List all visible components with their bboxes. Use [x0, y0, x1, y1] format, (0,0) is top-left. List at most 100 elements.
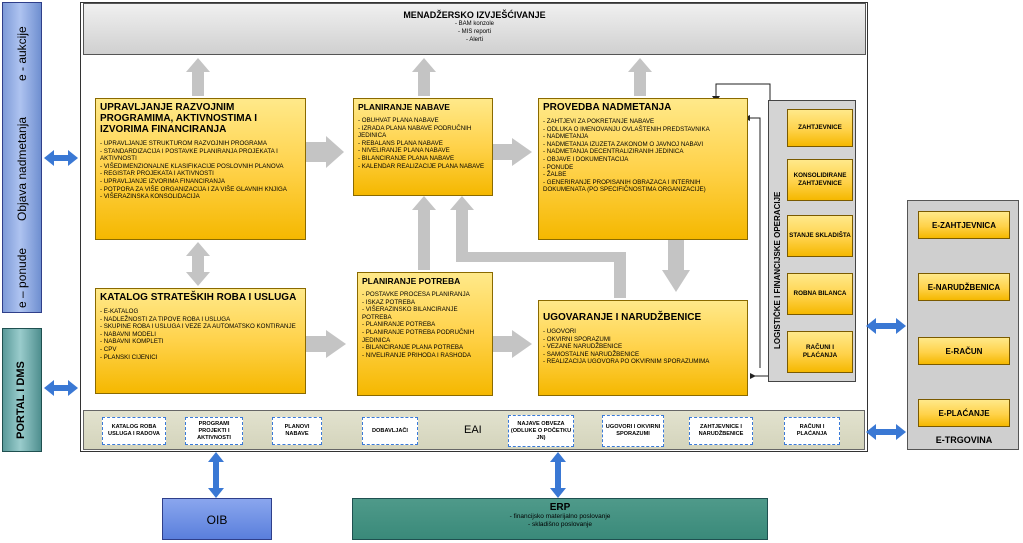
needs-planning-title: PLANIRANJE POTREBA: [362, 276, 461, 286]
list-item: - POTPORA ZA VIŠE ORGANIZACIJA I ZA VIŠE…: [100, 185, 287, 193]
list-item: - CPV: [100, 345, 117, 353]
e-order-box: E-NARUDŽBENICA: [918, 273, 1010, 301]
arrow-double-blue: [866, 424, 906, 440]
list-item: - UGOVORI: [543, 328, 577, 335]
logistics-box-invoices: RAČUNI I PLAĆANJA: [787, 331, 853, 373]
list-item: - NABAVNI KOMPLETI: [100, 338, 164, 346]
eai-box: PROGRAMI PROJEKTI I AKTIVNOSTI: [185, 417, 243, 445]
erp-item: - skladišno poslovanje: [528, 521, 592, 528]
list-item: - SAMOSTALNE NARUDŽBENICE: [543, 350, 640, 358]
list-item: - ODLUKA O IMENOVANJU OVLAŠTENIH PREDSTA…: [543, 125, 710, 133]
list-item: - UPRAVLJANJE IZVORIMA FINANCIRANJA: [100, 177, 226, 185]
list-item: - SKUPINE ROBA I USLUGA I VEZE ZA AUTOMA…: [100, 323, 296, 331]
arrow-right: [492, 330, 532, 358]
list-item: - PLANIRANJE POTREBA: [362, 321, 436, 329]
eai-box: KATALOG ROBA USLUGA I RADOVA: [102, 417, 166, 445]
arrow-double-blue: [866, 318, 906, 334]
eai-box: UGOVORI I OKVIRNI SPORAZUMI: [602, 415, 664, 447]
list-item: - VIŠEDIMENZIONALNE KLASIFIKACIJE POSLOV…: [100, 162, 284, 170]
eai-box: DOBAVLJAČI: [362, 417, 418, 445]
eai-box: RAČUNI I PLAĆANJA: [784, 417, 840, 445]
needs-planning-box: PLANIRANJE POTREBA - POSTAVKE PROCESA PL…: [357, 272, 493, 396]
management-item: - BAM konzole: [454, 21, 494, 27]
e-invoice-box: E-RAČUN: [918, 337, 1010, 365]
arrow-up: [412, 58, 436, 96]
arrow-up: [186, 58, 210, 96]
contracts-orders-box: UGOVARANJE I NARUDŽBENICE - UGOVORI - OK…: [538, 300, 748, 396]
list-item: - PLANIRANJE POTREBA PODRUČNIH JEDINICA: [362, 328, 475, 344]
oib-label: OIB: [206, 513, 228, 527]
list-item: - BILANCIRANJE PLANA POTREBA: [362, 344, 464, 352]
list-item: - ZAHTJEVI ZA POKRETANJE NABAVE: [543, 118, 655, 125]
list-item: - REALIZACIJA UGOVORA PO OKVIRNIM SPORAZ…: [543, 358, 710, 366]
logistics-loop-line: [715, 83, 771, 377]
list-item: - REGISTAR PROJEKATA I AKTIVNOSTI: [100, 170, 214, 178]
management-item: - Alerti: [465, 37, 483, 43]
erp-item: - financijsko materijalno poslovanje: [509, 513, 611, 520]
list-item: - NADMETANJA IZUZETA ZAKONOM O JAVNOJ NA…: [543, 140, 704, 148]
development-programs-box: UPRAVLJANJE RAZVOJNIM PROGRAMIMA, AKTIVN…: [95, 98, 306, 240]
e-requisition-box: E-ZAHTJEVNICA: [918, 211, 1010, 239]
e-commerce-label: E-TRGOVINA: [935, 435, 993, 445]
list-item: - KALENDAR REALIZACIJE PLANA NABAVE: [358, 162, 485, 170]
list-item: - VIŠERAZINSKO BILANCIRANJE POTREBA: [362, 306, 458, 321]
list-item: - E-KATALOG: [100, 308, 139, 315]
strategic-catalog-title: KATALOG STRATEŠKIH ROBA I USLUGA: [100, 292, 297, 303]
list-item: - NABAVNI MODELI: [100, 330, 156, 338]
list-item: - NADLEŽNOSTI ZA TIPOVE ROBA I USLUGA: [100, 315, 231, 323]
list-item: - PONUDE: [543, 163, 574, 171]
arrow-right: [306, 330, 346, 358]
procurement-planning-box: PLANIRANJE NABAVE - OBUHVAT PLANA NABAVE…: [353, 98, 493, 196]
arrow-down: [662, 240, 690, 292]
arrow-vertical-double: [186, 242, 210, 286]
arrow-right: [492, 138, 532, 166]
oib-box: OIB: [162, 498, 272, 540]
list-item: - BILANCIRANJE PLANA NABAVE: [358, 154, 455, 162]
portal-dms-bar: PORTAL I DMS: [2, 328, 42, 452]
e-payment-box: E-PLAĆANJE: [918, 399, 1010, 427]
arrow-bent: [450, 196, 626, 298]
e-commerce-panel: E-ZAHTJEVNICA E-NARUDŽBENICA E-RAČUN E-P…: [907, 200, 1019, 450]
arrow-up: [412, 196, 436, 270]
eai-label: EAI: [464, 424, 482, 436]
management-title: MENADŽERSKO IZVJEŠĆIVANJE: [403, 10, 546, 20]
erp-title: ERP: [549, 502, 571, 513]
list-item: - GENERIRANJE PROPISANIH OBRAZACA I INTE…: [543, 178, 706, 194]
logistics-loop-line: [750, 117, 761, 368]
arrow-up: [628, 58, 652, 96]
list-item: - VIŠERAZINSKA KONSOLIDACIJA: [100, 193, 200, 201]
eai-box: ZAHTJEVNICE I NARUDŽBENICE: [689, 417, 753, 445]
development-programs-title: UPRAVLJANJE RAZVOJNIM PROGRAMIMA, AKTIVN…: [100, 102, 258, 135]
list-item: - ŽALBE: [543, 171, 567, 179]
list-item: - STANDARDIZACIJA I POSTAVKE PLANIRANJA …: [100, 147, 278, 163]
list-item: - NADMETANJA DECENTRALIZIRANIH JEDINICA: [543, 148, 684, 156]
list-item: - REBALANS PLANA NABAVE: [358, 139, 443, 147]
logistics-panel: LOGISTIČKE I FINANCIJSKE OPERACIJE ZAHTJ…: [768, 100, 856, 382]
tender-execution-title: PROVEDBA NADMETANJA: [543, 102, 672, 113]
logistics-box-consolidated: KONSOLIDIRANE ZAHTJEVNICE: [787, 159, 853, 201]
list-item: - NADMETANJA: [543, 133, 589, 141]
list-item: - OBJAVE I DOKUMENTACIJA: [543, 155, 629, 163]
management-reporting-bar: MENADŽERSKO IZVJEŠĆIVANJE - BAM konzole …: [83, 3, 866, 55]
list-item: - UPRAVLJANJE STRUKTUROM RAZVOJNIH PROGR…: [100, 140, 267, 147]
list-item: - IZRADA PLANA NABAVE PODRUČNIH JEDINICA: [358, 124, 472, 140]
erp-box: ERP - financijsko materijalno poslovanje…: [352, 498, 768, 540]
management-item: - MIS reporti: [457, 29, 491, 35]
logistics-box-balance: ROBNA BILANCA: [787, 273, 853, 315]
logistics-box-requisitions: ZAHTJEVNICE: [787, 109, 853, 147]
logistics-label: LOGISTIČKE I FINANCIJSKE OPERACIJE: [773, 191, 782, 349]
list-item: - OBUHVAT PLANA NABAVE: [358, 117, 439, 124]
eai-box: PLANOVI NABAVE: [272, 417, 322, 445]
arrow-double-blue: [550, 452, 566, 498]
eai-box: NAJAVE OBVEZA (ODLUKE O POČETKU JN): [508, 415, 574, 447]
list-item: - POSTAVKE PROCESA PLANIRANJA: [362, 291, 470, 298]
arrow-right: [306, 136, 344, 168]
arrow-double-blue: [44, 380, 78, 396]
list-item: - ISKAZ POTREBA: [362, 298, 415, 306]
tender-execution-box: PROVEDBA NADMETANJA - ZAHTJEVI ZA POKRET…: [538, 98, 748, 240]
list-item: - NIVELIRANJE PLANA NABAVE: [358, 147, 450, 155]
list-item: - NIVELIRANJE PRIHODA I RASHODA: [362, 351, 471, 359]
list-item: - PLANSKI CIJENICI: [100, 353, 158, 361]
arrow-double-blue: [208, 452, 224, 498]
